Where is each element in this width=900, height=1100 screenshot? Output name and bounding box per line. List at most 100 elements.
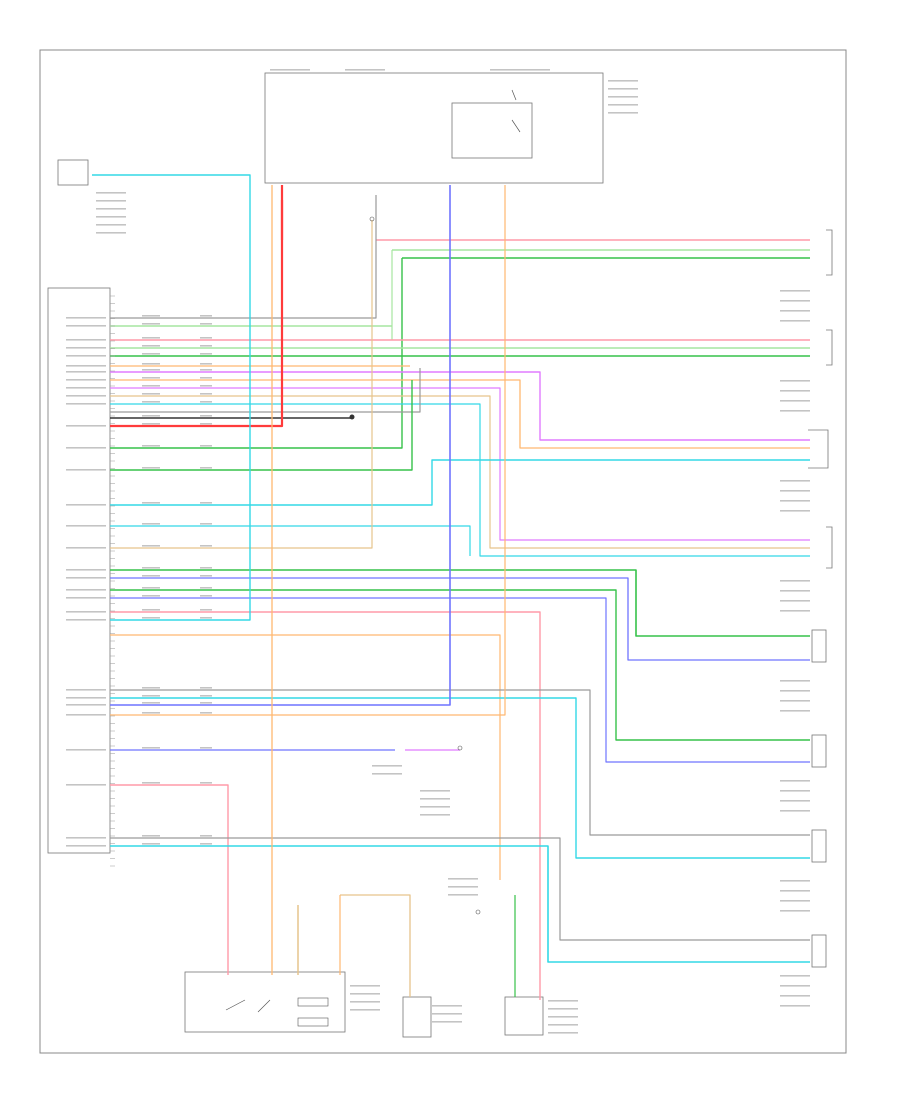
blower-switch-box — [402, 996, 432, 1038]
label-mark — [66, 845, 106, 847]
wire-green-drop — [110, 258, 403, 449]
label-mark — [66, 689, 106, 691]
label-mark — [350, 985, 380, 987]
connector-icon — [811, 734, 827, 768]
label-mark — [780, 810, 810, 812]
label-mark — [66, 697, 106, 699]
label-mark — [200, 315, 212, 317]
label-mark — [200, 415, 212, 417]
label-mark — [142, 502, 160, 504]
label-mark — [345, 69, 385, 71]
label-mark — [142, 687, 160, 689]
label-mark — [200, 353, 212, 355]
label-mark — [780, 700, 810, 702]
label-mark — [350, 1009, 380, 1011]
wire-traces — [92, 174, 810, 1000]
wire-cyan-505 — [110, 459, 810, 506]
label-mark — [66, 379, 106, 381]
label-mark — [66, 395, 106, 397]
label-mark — [142, 345, 160, 347]
label-mark — [420, 806, 450, 808]
label-mark — [200, 393, 212, 395]
label-mark — [66, 589, 106, 591]
label-mark — [142, 445, 160, 447]
label-mark — [200, 445, 212, 447]
label-mark — [96, 224, 126, 226]
right-bracket-4 — [826, 526, 833, 569]
label-mark — [780, 880, 810, 882]
label-mark — [142, 415, 160, 417]
connector-icon — [811, 829, 827, 863]
label-mark — [780, 975, 810, 977]
label-mark — [66, 749, 106, 751]
label-mark — [142, 369, 160, 371]
label-mark — [142, 353, 160, 355]
label-mark — [200, 523, 212, 525]
label-mark — [142, 595, 160, 597]
wire-gray-412 — [110, 368, 421, 413]
label-mark — [420, 814, 450, 816]
wire-orange-635 — [110, 634, 501, 880]
label-mark — [66, 447, 106, 449]
label-mark — [200, 595, 212, 597]
label-mark — [66, 403, 106, 405]
label-mark — [780, 380, 810, 382]
label-mark — [200, 687, 212, 689]
label-mark — [66, 387, 106, 389]
wire-tan-switch — [340, 894, 411, 997]
label-mark — [780, 710, 810, 712]
label-mark — [350, 993, 380, 995]
wire-tan-396 — [110, 395, 810, 549]
wire-red-426 — [110, 185, 284, 428]
wire-gray-838 — [110, 837, 810, 941]
label-mark — [780, 995, 810, 997]
label-mark — [350, 1001, 380, 1003]
label-mark — [780, 500, 810, 502]
wire-green-590 — [110, 589, 810, 741]
wire-cyan-404 — [110, 403, 810, 557]
wire-violet-388 — [110, 387, 810, 541]
wire-green-570 — [110, 569, 810, 637]
label-mark — [200, 545, 212, 547]
label-mark — [142, 523, 160, 525]
label-mark — [200, 609, 212, 611]
label-mark — [142, 315, 160, 317]
label-mark — [548, 1008, 578, 1010]
label-mark — [142, 695, 160, 697]
label-mark — [142, 337, 160, 339]
wire-pink-612 — [110, 611, 541, 1000]
label-mark — [142, 747, 160, 749]
label-mark — [200, 712, 212, 714]
label-mark — [142, 843, 160, 845]
control-head-box — [504, 996, 544, 1036]
label-mark — [780, 890, 810, 892]
label-mark — [780, 690, 810, 692]
label-mark — [66, 469, 106, 471]
label-mark — [780, 490, 810, 492]
label-mark — [780, 580, 810, 582]
wire-cyan-698 — [110, 697, 810, 859]
label-mark — [66, 325, 106, 327]
ground-icon — [349, 216, 481, 915]
wire-cyan-sensor — [92, 174, 251, 621]
label-mark — [66, 504, 106, 506]
label-mark — [96, 232, 126, 234]
top-control-module — [264, 72, 604, 184]
label-mark — [200, 587, 212, 589]
wire-orange-380 — [110, 379, 810, 449]
label-mark — [780, 610, 810, 612]
label-mark — [780, 590, 810, 592]
wire-tan-548 — [110, 220, 373, 549]
label-mark — [96, 208, 126, 210]
label-mark — [66, 597, 106, 599]
label-mark — [448, 878, 478, 880]
label-mark — [142, 782, 160, 784]
label-mark — [780, 410, 810, 412]
label-mark — [200, 323, 212, 325]
label-mark — [142, 363, 160, 365]
wire-green-470 — [110, 380, 413, 471]
label-mark — [200, 337, 212, 339]
wire-pink-785 — [110, 784, 229, 975]
wire-violet-372 — [110, 371, 810, 441]
label-mark — [780, 910, 810, 912]
